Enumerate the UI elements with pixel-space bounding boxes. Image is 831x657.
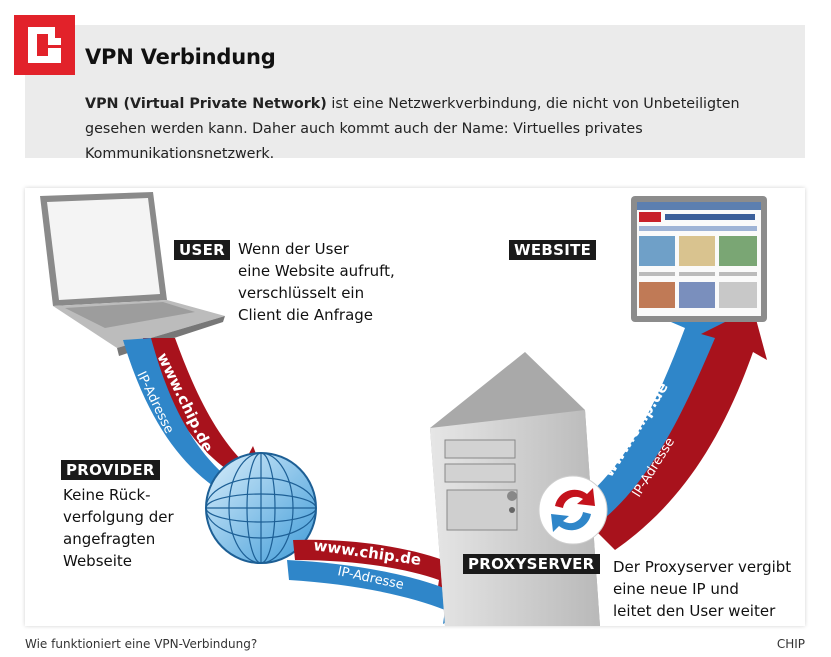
- user-description: Wenn der User eine Website aufruft, vers…: [238, 238, 395, 326]
- proxyserver-description: Der Proxyserver vergibt eine neue IP und…: [613, 556, 791, 622]
- website-label: WEBSITE: [509, 240, 596, 260]
- figure-caption: Wie funktioniert eine VPN-Verbindung?: [25, 637, 257, 651]
- figure-credit: CHIP: [777, 637, 805, 651]
- vpn-diagram[interactable]: www.chip.de IP-Adresse www.chip.de IP-Ad…: [25, 188, 805, 626]
- info-title: VPN Verbindung: [85, 45, 276, 69]
- website-thumbnail: [631, 196, 767, 322]
- laptop-icon: [40, 192, 225, 356]
- user-label: USER: [174, 240, 230, 260]
- provider-description: Keine Rück- verfolgung der angefragten W…: [63, 484, 174, 572]
- info-box: VPN Verbindung VPN (Virtual Private Netw…: [25, 25, 805, 158]
- info-text: VPN (Virtual Private Network) ist eine N…: [85, 92, 785, 167]
- provider-label: PROVIDER: [61, 460, 160, 480]
- info-text-bold: VPN (Virtual Private Network): [85, 96, 327, 112]
- chip-logo[interactable]: [14, 15, 75, 75]
- refresh-icon: [539, 476, 607, 544]
- proxyserver-label: PROXYSERVER: [463, 554, 600, 574]
